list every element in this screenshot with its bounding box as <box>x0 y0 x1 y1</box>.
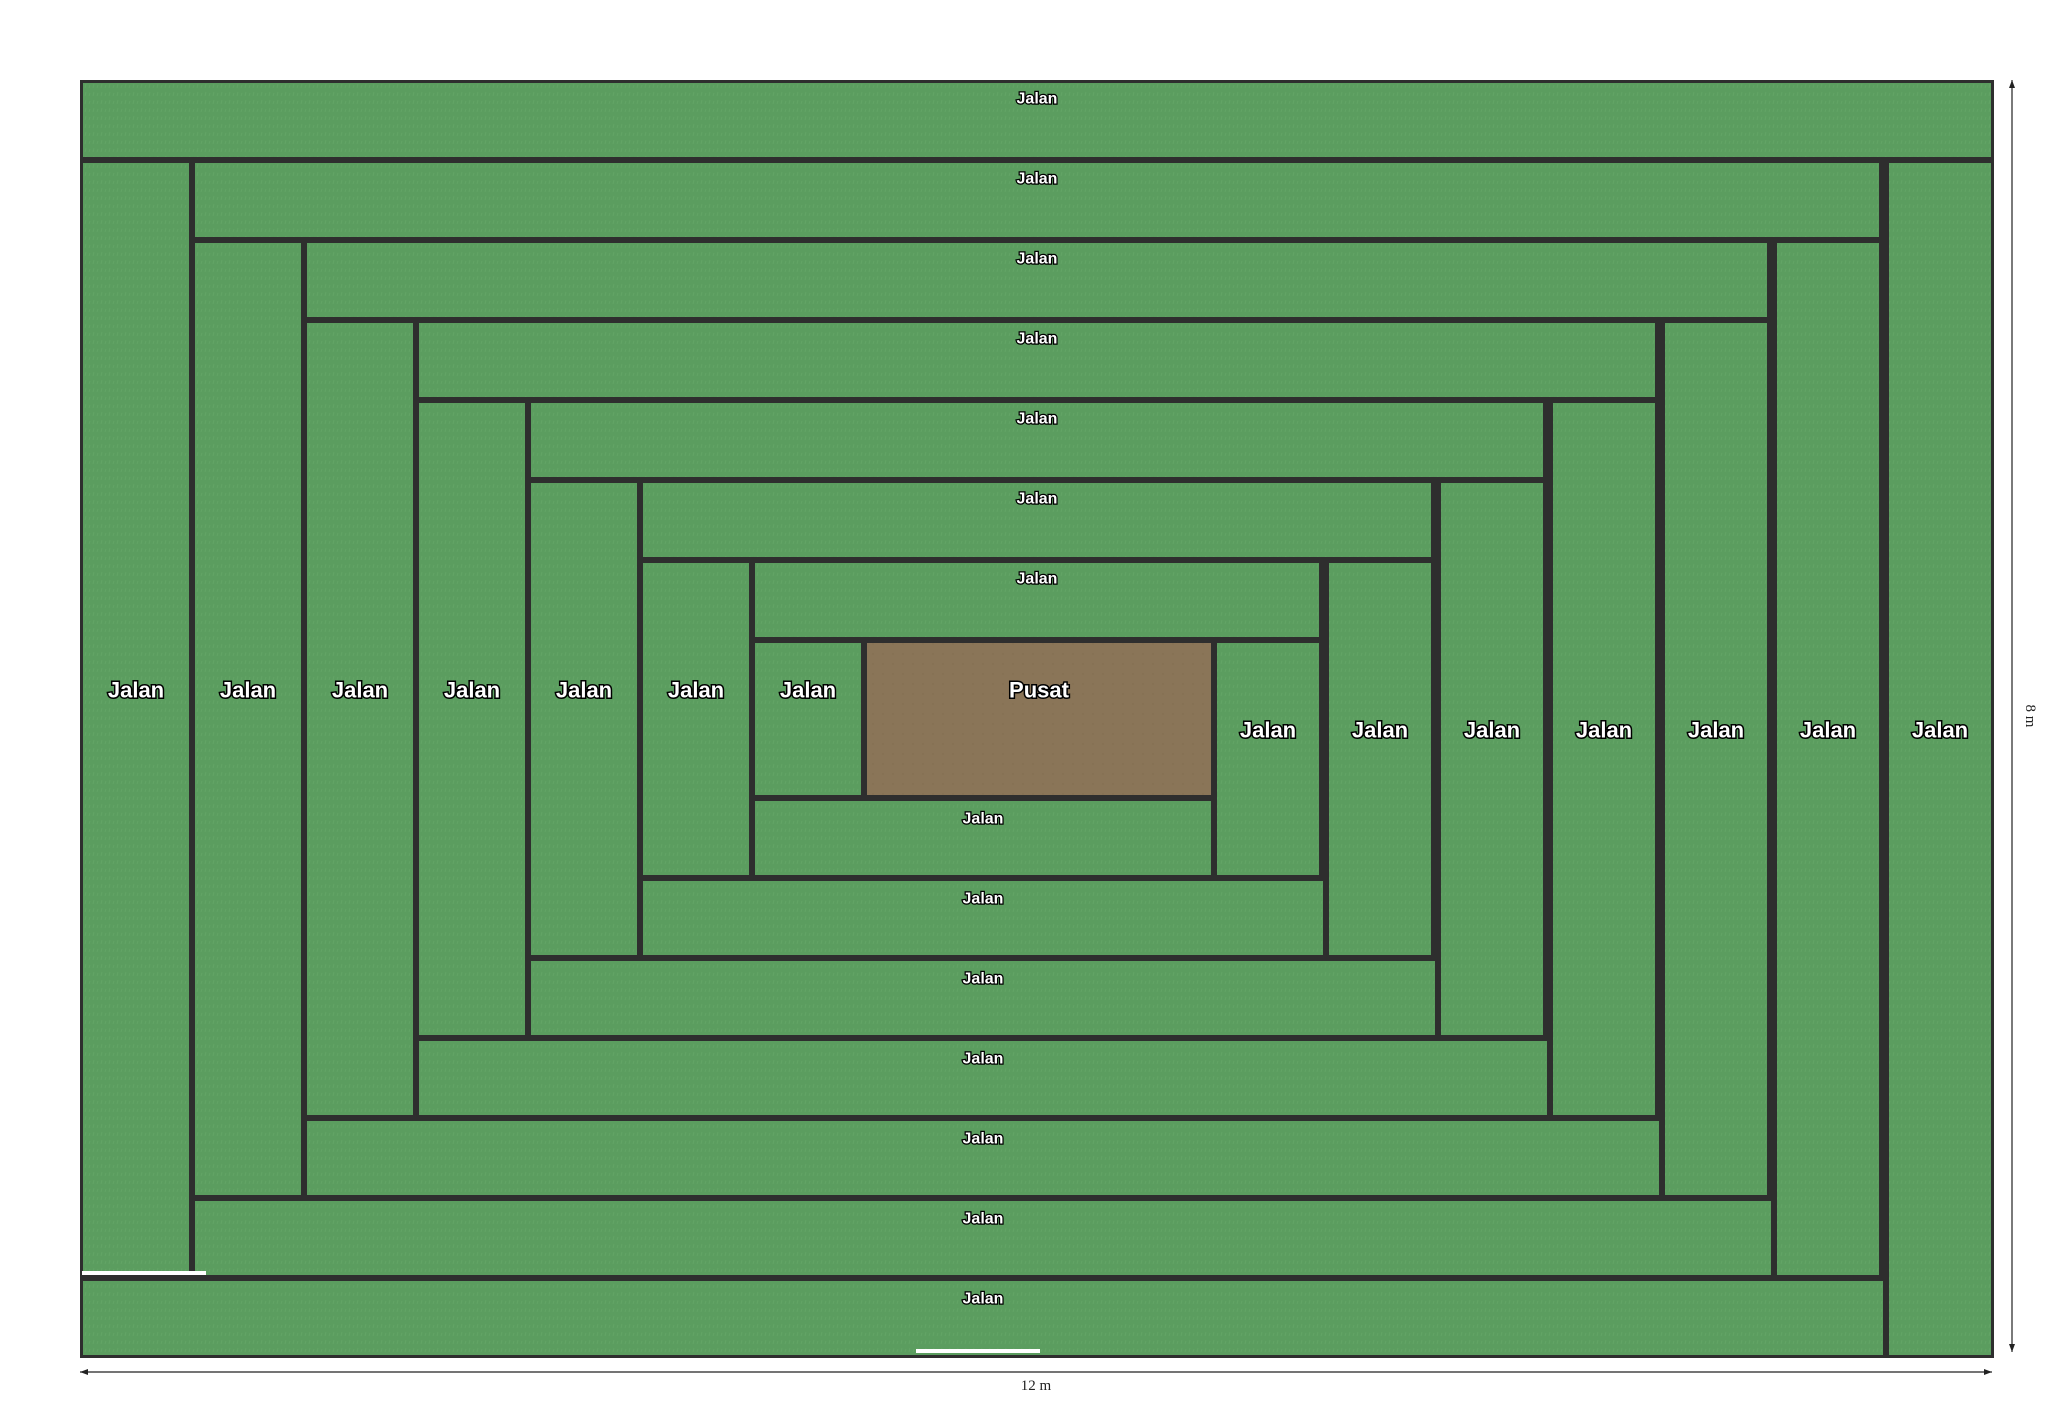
path-bottom-1-label: Jalan <box>963 811 1004 828</box>
path-bottom-2-area <box>641 879 1325 957</box>
path-top-7-area <box>753 561 1321 639</box>
path-top-4-area <box>417 321 1657 399</box>
path-top-7-label: Jalan <box>1017 571 1058 588</box>
path-right-6-label: Jalan <box>1800 718 1856 743</box>
width-dimension: 12 m <box>80 1369 1992 1394</box>
path-left-5-label: Jalan <box>556 678 612 703</box>
width-arrow-left <box>80 1369 88 1375</box>
rooms-layer <box>80 80 1994 1358</box>
path-top-2-label: Jalan <box>1017 171 1058 188</box>
path-bottom-6-label: Jalan <box>963 1211 1004 1228</box>
path-bottom-3-area <box>529 959 1437 1037</box>
width-dimension-label: 12 m <box>1021 1378 1052 1394</box>
width-arrow-right <box>1984 1369 1992 1375</box>
path-right-7-label: Jalan <box>1912 718 1968 743</box>
path-right-5-area <box>1663 321 1769 1197</box>
path-bottom-4-label: Jalan <box>963 1051 1004 1068</box>
path-bottom-6-area <box>193 1199 1773 1277</box>
path-top-5-area <box>529 401 1545 479</box>
path-right-2-label: Jalan <box>1352 718 1408 743</box>
path-right-2-area <box>1327 561 1433 957</box>
path-left-4-label: Jalan <box>444 678 500 703</box>
path-left-2-label: Jalan <box>220 678 276 703</box>
path-top-4-label: Jalan <box>1017 331 1058 348</box>
path-bottom-7-area <box>81 1279 1885 1357</box>
path-top-5-label: Jalan <box>1017 411 1058 428</box>
labels-layer: JalanJalanJalanJalanJalanJalanJalanJalan… <box>106 89 1969 1309</box>
path-right-4-area <box>1551 401 1657 1117</box>
height-dimension-label: 8 m <box>2022 705 2038 728</box>
path-top-3-area <box>305 241 1769 319</box>
path-left-6-area <box>641 561 751 877</box>
path-top-6-label: Jalan <box>1017 491 1058 508</box>
path-bottom-2-label: Jalan <box>963 891 1004 908</box>
path-left-2-area <box>193 241 303 1197</box>
path-top-6-area <box>641 481 1433 559</box>
path-left-1-area <box>81 161 191 1277</box>
center-area <box>865 641 1213 797</box>
path-right-1-label: Jalan <box>1240 718 1296 743</box>
doors-layer <box>82 1271 1040 1353</box>
height-arrow-top <box>2009 80 2015 88</box>
path-top-1-area <box>81 81 1993 159</box>
path-left-6-label: Jalan <box>668 678 724 703</box>
path-left-3-area <box>305 321 415 1117</box>
center-label: Pusat <box>1009 678 1070 703</box>
path-left-5-area <box>529 481 639 957</box>
path-bottom-4-area <box>417 1039 1549 1117</box>
path-bottom-1-area <box>753 799 1213 877</box>
path-left-4-area <box>417 401 527 1037</box>
path-right-3-area <box>1439 481 1545 1037</box>
path-left-7-area <box>753 641 863 797</box>
path-bottom-7-label: Jalan <box>963 1291 1004 1308</box>
path-left-3-label: Jalan <box>332 678 388 703</box>
path-left-7-label: Jalan <box>780 678 836 703</box>
height-dimension: 8 m <box>2009 80 2038 1352</box>
path-bottom-3-label: Jalan <box>963 971 1004 988</box>
path-left-1-label: Jalan <box>108 678 164 703</box>
path-top-2-area <box>193 161 1881 239</box>
path-right-1-area <box>1215 641 1321 877</box>
path-right-6-area <box>1775 241 1881 1277</box>
path-right-3-label: Jalan <box>1464 718 1520 743</box>
path-right-7-area <box>1887 161 1993 1357</box>
path-bottom-5-label: Jalan <box>963 1131 1004 1148</box>
path-right-4-label: Jalan <box>1576 718 1632 743</box>
path-right-5-label: Jalan <box>1688 718 1744 743</box>
height-arrow-bottom <box>2009 1344 2015 1352</box>
path-top-3-label: Jalan <box>1017 251 1058 268</box>
path-top-1-label: Jalan <box>1017 91 1058 108</box>
path-bottom-5-area <box>305 1119 1661 1197</box>
